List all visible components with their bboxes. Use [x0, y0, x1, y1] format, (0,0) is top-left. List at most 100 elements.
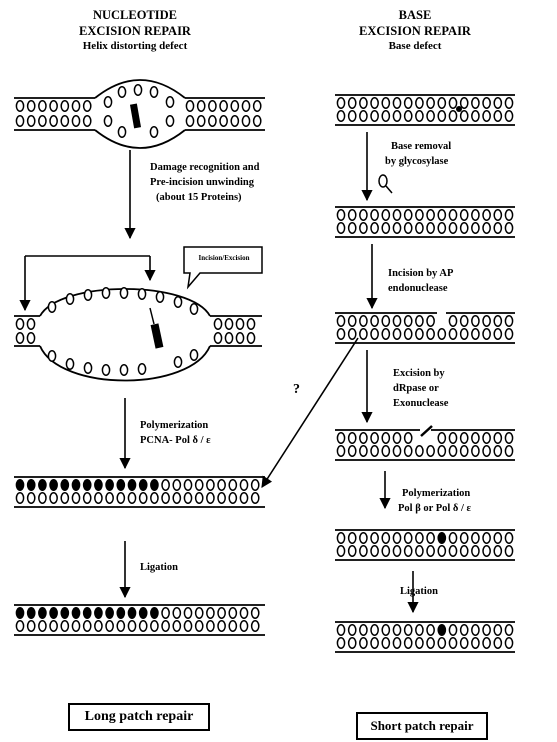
nucleotide [184, 608, 191, 618]
nucleotide [461, 316, 468, 326]
nucleotide [61, 116, 68, 126]
nucleotide [28, 621, 35, 631]
nucleotide [27, 333, 34, 343]
filled-nucleotide [39, 608, 46, 618]
nucleotide [438, 546, 445, 556]
nucleotide [371, 223, 378, 233]
nucleotide [39, 493, 46, 503]
excised-fragment [421, 426, 432, 436]
filled-nucleotide [140, 480, 147, 490]
nucleotide [416, 98, 423, 108]
nucleotide [39, 116, 46, 126]
nucleotide [416, 638, 423, 648]
nucleotide [483, 638, 490, 648]
nucleotide [254, 116, 261, 126]
nucleotide [337, 210, 344, 220]
nucleotide [371, 625, 378, 635]
nucleotide [438, 446, 445, 456]
nucleotide [360, 111, 367, 121]
nucleotide [186, 101, 193, 111]
crossover-arrow [262, 338, 358, 487]
nucleotide [118, 87, 125, 97]
nucleotide [162, 493, 169, 503]
nucleotide [61, 621, 68, 631]
nucleotide [66, 359, 73, 369]
filled-nucleotide [95, 480, 102, 490]
nucleotide [337, 625, 344, 635]
nucleotide [483, 223, 490, 233]
nucleotide [66, 294, 73, 304]
nucleotide [505, 638, 512, 648]
nucleotide [72, 116, 79, 126]
nucleotide [349, 533, 356, 543]
nucleotide [393, 98, 400, 108]
nucleotide [405, 316, 412, 326]
nucleotide [505, 223, 512, 233]
nucleotide [173, 493, 180, 503]
nucleotide [494, 329, 501, 339]
nucleotide [236, 319, 243, 329]
nucleotide [382, 111, 389, 121]
nucleotide [28, 116, 35, 126]
nucleotide [405, 223, 412, 233]
nucleotide [371, 316, 378, 326]
nucleotide [449, 446, 456, 456]
filled-nucleotide [84, 608, 91, 618]
nucleotide [140, 493, 147, 503]
nucleotide [405, 433, 412, 443]
nucleotide [48, 302, 55, 312]
nucleotide [427, 546, 434, 556]
nucleotide [483, 329, 490, 339]
nucleotide [337, 638, 344, 648]
filled-nucleotide [16, 608, 23, 618]
ber-damaged-duplex [335, 95, 515, 125]
ber-excised-duplex [335, 426, 515, 460]
nucleotide [416, 533, 423, 543]
nucleotide [240, 480, 247, 490]
nucleotide [190, 350, 197, 360]
nucleotide [472, 625, 479, 635]
filled-nucleotide [84, 480, 91, 490]
nucleotide [393, 433, 400, 443]
nucleotide [240, 608, 247, 618]
nucleotide [416, 446, 423, 456]
nucleotide [472, 533, 479, 543]
nucleotide [382, 546, 389, 556]
nucleotide [72, 621, 79, 631]
nucleotide [337, 111, 344, 121]
nucleotide [472, 546, 479, 556]
nucleotide [505, 98, 512, 108]
nucleotide [16, 319, 23, 329]
nucleotide [371, 111, 378, 121]
nucleotide [360, 625, 367, 635]
nucleotide [50, 101, 57, 111]
nucleotide [128, 493, 135, 503]
nucleotide [438, 223, 445, 233]
nucleotide [61, 493, 68, 503]
nucleotide [416, 329, 423, 339]
nucleotide [472, 329, 479, 339]
nucleotide [405, 638, 412, 648]
nucleotide [95, 493, 102, 503]
nucleotide [229, 480, 236, 490]
nucleotide [382, 433, 389, 443]
nucleotide [207, 480, 214, 490]
nucleotide [371, 546, 378, 556]
ber-abasic-duplex [335, 207, 515, 237]
nucleotide [382, 223, 389, 233]
nucleotide [173, 608, 180, 618]
nucleotide [405, 446, 412, 456]
nucleotide [209, 101, 216, 111]
nucleotide [461, 533, 468, 543]
nucleotide [174, 357, 181, 367]
base-tail [386, 186, 392, 193]
ner-damaged-duplex [14, 80, 265, 148]
nucleotide [461, 546, 468, 556]
nucleotide [184, 493, 191, 503]
nucleotide [229, 608, 236, 618]
nucleotide [483, 316, 490, 326]
nucleotide [483, 546, 490, 556]
nucleotide [117, 621, 124, 631]
nucleotide [483, 111, 490, 121]
nucleotide [247, 319, 254, 329]
